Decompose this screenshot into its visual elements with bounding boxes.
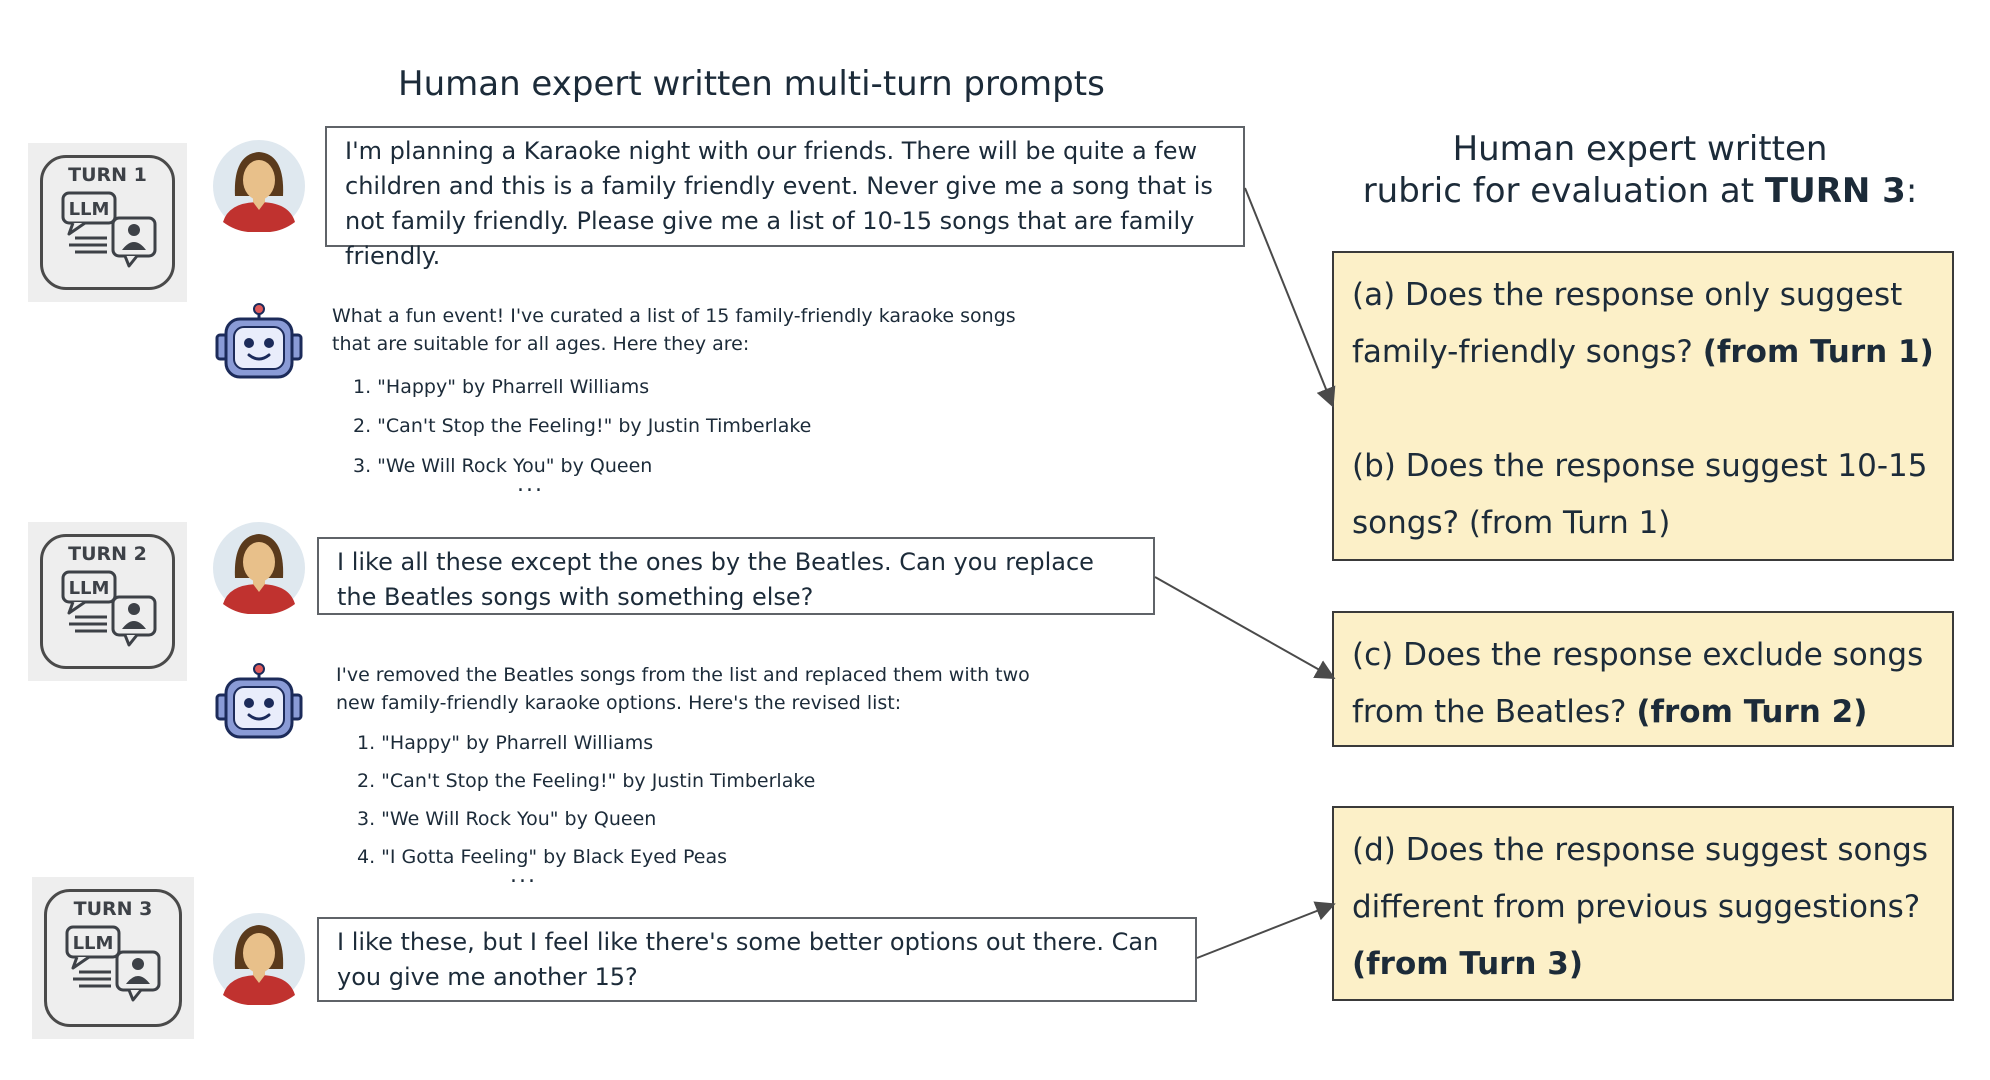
rubric-box-ab: (a) Does the response only suggest famil…	[1332, 251, 1954, 561]
rubric-item-d: (d) Does the response suggest songs diff…	[1352, 832, 1928, 982]
prompts-title: Human expert written multi-turn prompts	[398, 64, 1105, 104]
svg-text:LLM: LLM	[73, 933, 114, 954]
response-1-ellipsis: ...	[517, 472, 544, 497]
svg-text:LLM: LLM	[69, 199, 110, 220]
chat-llm-icon: LLM	[65, 925, 161, 1002]
response-2-intro: I've removed the Beatles songs from the …	[336, 664, 1030, 714]
arrow-turn2-to-rubric-c	[1154, 576, 1336, 679]
response-1-intro: What a fun event! I've curated a list of…	[332, 305, 1016, 355]
rubric-title: Human expert written rubric for evaluati…	[1300, 128, 1980, 212]
response-2-item: 1. "Happy" by Pharrell Williams	[357, 732, 654, 754]
user-avatar-icon	[213, 913, 305, 1005]
chat-llm-icon: LLM	[61, 191, 157, 268]
turn-3-badge: TURN 3 LLM	[32, 877, 194, 1039]
turn-2-badge: TURN 2 LLM	[28, 522, 187, 681]
response-1-item: 3. "We Will Rock You" by Queen	[353, 455, 653, 477]
turn-3-label: TURN 3	[73, 898, 153, 920]
rubric-item-b: (b) Does the response suggest 10-15 song…	[1352, 448, 1928, 541]
arrow-turn1-to-rubric-ab	[1244, 187, 1336, 408]
rubric-title-line1: Human expert written	[1452, 129, 1828, 169]
rubric-title-turn: TURN 3	[1764, 171, 1906, 211]
response-2-ellipsis: ...	[510, 863, 537, 888]
turn-2-label: TURN 2	[68, 543, 147, 565]
robot-icon	[215, 663, 303, 739]
user-avatar-icon	[213, 522, 305, 614]
rubric-item-c: (c) Does the response exclude songs from…	[1352, 637, 1924, 730]
turn-1-prompt: I'm planning a Karaoke night with our fr…	[325, 126, 1245, 270]
turn-1-badge: TURN 1 LLM	[28, 143, 187, 302]
response-2-item: 4. "I Gotta Feeling" by Black Eyed Peas	[357, 846, 728, 868]
response-2-item: 2. "Can't Stop the Feeling!" by Justin T…	[357, 770, 816, 792]
turn-1-label: TURN 1	[68, 164, 147, 186]
turn-2-prompt: I like all these except the ones by the …	[317, 537, 1155, 615]
response-1-item: 2. "Can't Stop the Feeling!" by Justin T…	[353, 415, 812, 437]
rubric-title-line2: rubric for evaluation at TURN 3:	[1362, 171, 1918, 211]
rubric-box-d: (d) Does the response suggest songs diff…	[1332, 806, 1954, 1001]
response-1-item: 1. "Happy" by Pharrell Williams	[353, 376, 650, 398]
response-2-item: 3. "We Will Rock You" by Queen	[357, 808, 657, 830]
arrow-turn3-to-rubric-d	[1196, 901, 1336, 959]
turn-3-prompt: I like these, but I feel like there's so…	[317, 917, 1197, 1002]
svg-text:LLM: LLM	[69, 578, 110, 599]
rubric-box-c: (c) Does the response exclude songs from…	[1332, 611, 1954, 747]
rubric-item-a: (a) Does the response only suggest famil…	[1352, 277, 1934, 370]
chat-llm-icon: LLM	[61, 570, 157, 647]
user-avatar-icon	[213, 140, 305, 232]
robot-icon	[215, 303, 303, 379]
